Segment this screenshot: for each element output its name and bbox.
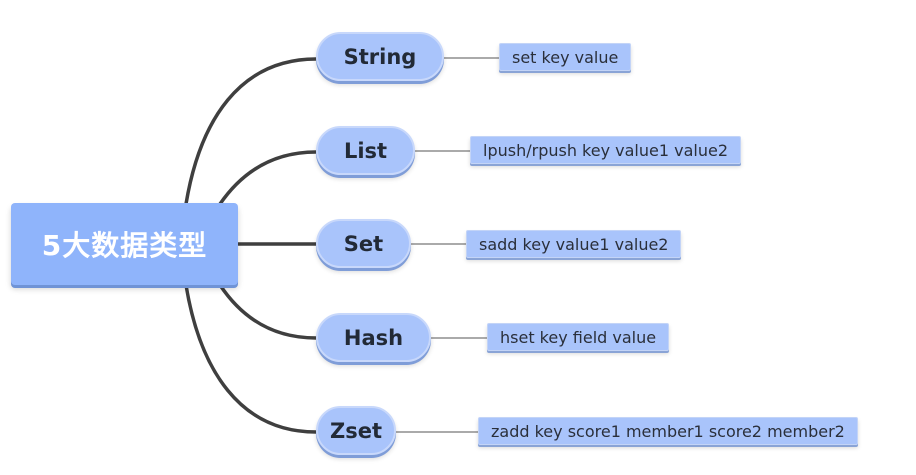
leaf-label: lpush/rpush key value1 value2 xyxy=(483,140,728,160)
branch-label: Zset xyxy=(329,418,382,443)
root-label: 5大数据类型 xyxy=(41,229,208,262)
branch-node-list: List xyxy=(316,126,415,175)
leaf-label: set key value xyxy=(512,47,619,67)
leaf-label: zadd key score1 member1 score2 member2 xyxy=(491,421,845,441)
branch-label: List xyxy=(343,138,388,163)
leaf-label: sadd key value1 value2 xyxy=(479,234,669,254)
leaf-node-list-command: lpush/rpush key value1 value2 xyxy=(470,136,741,164)
branch-node-set: Set xyxy=(316,219,411,268)
leaf-node-hash-command: hset key field value xyxy=(487,323,670,351)
root-node: 5大数据类型 xyxy=(11,203,238,285)
leaf-node-zset-command: zadd key score1 member1 score2 member2 xyxy=(478,417,858,445)
connector-zset xyxy=(184,283,318,434)
branch-label: Set xyxy=(343,231,384,256)
branch-label: Hash xyxy=(343,325,404,350)
connector-list xyxy=(218,150,318,206)
connector-string xyxy=(184,57,318,206)
leaf-label: hset key field value xyxy=(500,327,657,347)
connector-hash xyxy=(218,283,318,340)
branch-node-zset: Zset xyxy=(316,406,396,455)
leaf-node-set-command: sadd key value1 value2 xyxy=(466,230,682,258)
leaf-node-string-command: set key value xyxy=(499,43,632,71)
branch-node-hash: Hash xyxy=(316,313,431,362)
branch-node-string: String xyxy=(316,32,444,81)
branch-label: String xyxy=(343,44,417,69)
